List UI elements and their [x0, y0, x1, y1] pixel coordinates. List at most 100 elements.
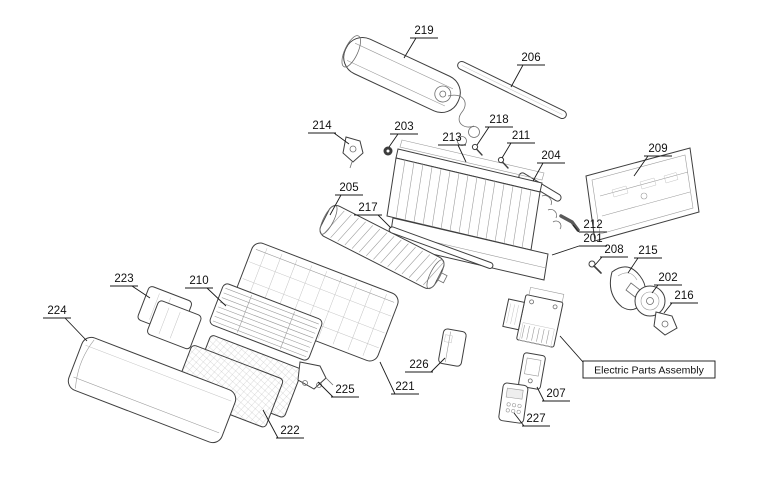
- part-223-filter-frames: [137, 286, 202, 350]
- leader-line: [651, 284, 682, 294]
- part-label-205: 205: [329, 182, 363, 216]
- leader-line: [379, 361, 419, 395]
- part-number-text: 216: [674, 290, 693, 302]
- leader-line: [663, 302, 698, 314]
- part-number-text: 217: [358, 202, 377, 214]
- leader-line: [438, 144, 467, 163]
- part-number-text: 201: [583, 233, 602, 245]
- part-label-216: 216: [663, 290, 698, 314]
- part-number-text: 214: [312, 120, 332, 132]
- part-number-text: 222: [280, 425, 299, 437]
- leader-line: [633, 155, 672, 177]
- part-number-text: 224: [47, 305, 67, 317]
- part-226-cover: [438, 328, 467, 367]
- part-number-text: 203: [394, 121, 413, 133]
- part-210-front-grille: [209, 283, 323, 361]
- part-number-text: 218: [489, 114, 508, 126]
- tube-bends: [447, 94, 475, 128]
- part-number-text: 209: [648, 143, 667, 155]
- leader-line: [388, 133, 418, 148]
- part-label-224: 224: [43, 305, 88, 342]
- part-211-screw: [497, 156, 509, 169]
- part-number-text: 215: [638, 245, 657, 257]
- leader-line: [501, 142, 535, 159]
- part-222-air-filters: [174, 335, 302, 428]
- leader-line: [476, 126, 513, 146]
- leader-line: [594, 256, 628, 266]
- leader-line: [43, 317, 88, 342]
- part-number-text: 211: [512, 130, 530, 142]
- part-218-screw: [471, 143, 483, 156]
- leader-line: [559, 335, 584, 363]
- leader-line: [185, 287, 227, 307]
- part-label-223: 223: [110, 273, 151, 299]
- part-number-text: 207: [546, 388, 565, 400]
- part-label-202: 202: [651, 272, 682, 294]
- part-208-screw: [588, 260, 602, 274]
- part-label-225: 225: [317, 381, 359, 398]
- leader-line: [329, 194, 363, 216]
- part-number-text: 208: [604, 244, 623, 256]
- leader-line: [513, 412, 550, 427]
- part-224-front-panel: [67, 336, 237, 444]
- part-209-mounting-plate: [585, 147, 700, 242]
- upper-rail: [399, 139, 545, 181]
- part-number-text: 213: [442, 132, 461, 144]
- part-label-221: 221: [379, 361, 419, 395]
- part-number-text: 205: [339, 182, 358, 194]
- part-number-text: 204: [541, 150, 561, 162]
- leader-line: [532, 162, 565, 182]
- leader-line: [403, 37, 438, 59]
- part-label-210: 210: [185, 275, 227, 307]
- part-number-text: 227: [526, 413, 545, 425]
- part-206-pipe: [457, 60, 567, 120]
- leader-line: [405, 357, 446, 373]
- part-label-203: 203: [388, 121, 418, 148]
- label-box: [582, 360, 716, 379]
- part-label-206: 206: [510, 52, 545, 88]
- leader-line: [551, 245, 607, 256]
- part-number-text: 223: [114, 273, 133, 285]
- part-number-text: 221: [395, 381, 414, 393]
- leader-line: [262, 409, 304, 439]
- part-label-215: 215: [627, 245, 662, 274]
- leader-line: [317, 381, 359, 398]
- part-225-hinge: [297, 361, 334, 390]
- part-label-213: 213: [438, 132, 467, 163]
- part-216-bracket: [653, 311, 678, 336]
- leader-line: [536, 386, 570, 402]
- part-number-text: 226: [409, 359, 428, 371]
- part-label-204: 204: [532, 150, 565, 182]
- part-label-207: 207: [536, 386, 570, 402]
- assembly-label-text: Electric Parts Assembly: [594, 365, 704, 377]
- part-207-holder: [518, 352, 546, 390]
- leader-line: [110, 285, 151, 299]
- part-label-227: 227: [513, 412, 550, 427]
- part-label-226: 226: [405, 357, 446, 373]
- leader-line: [354, 214, 392, 229]
- part-label-209: 209: [633, 143, 672, 177]
- part-label-218: 218: [476, 114, 513, 146]
- part-number-text: 210: [189, 275, 208, 287]
- part-label-211: 211: [501, 130, 535, 159]
- part-label-212: 212: [572, 219, 607, 233]
- leader-line: [627, 257, 662, 274]
- part-number-text: 206: [521, 52, 540, 64]
- part-227-remote-control: [498, 382, 529, 424]
- electric-parts-assembly-label: Electric Parts Assembly: [559, 335, 716, 379]
- part-label-208: 208: [594, 244, 628, 266]
- part-label-214: 214: [308, 120, 350, 145]
- leader-line: [510, 64, 545, 88]
- part-number-text: 202: [658, 272, 677, 284]
- part-number-text: 212: [583, 219, 602, 231]
- part-202-motor: [625, 282, 666, 317]
- part-number-text: 225: [335, 384, 354, 396]
- part-203-grommet: [383, 146, 393, 156]
- leader-line: [572, 224, 607, 233]
- electric-parts-assembly-box: [502, 286, 565, 348]
- part-label-217: 217: [354, 202, 392, 229]
- part-label-219: 219: [403, 25, 438, 59]
- part-label-201: 201: [551, 233, 607, 256]
